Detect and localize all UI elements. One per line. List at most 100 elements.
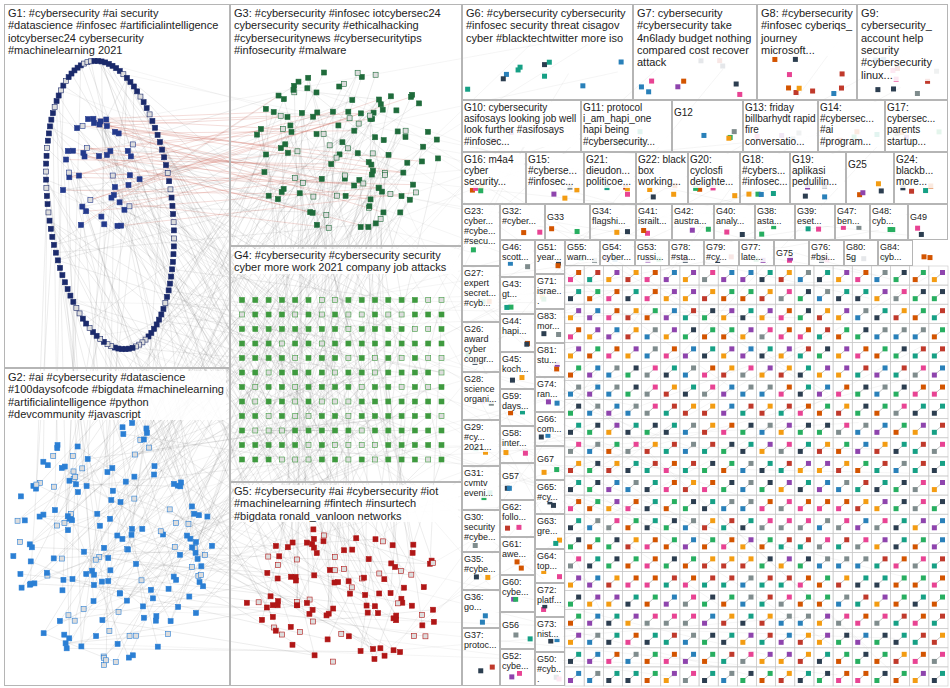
vertex-icon <box>266 414 271 419</box>
vertex-icon <box>721 334 726 339</box>
vertex-icon <box>349 585 354 590</box>
network-edge <box>242 300 489 585</box>
group-box <box>699 266 718 285</box>
group-box <box>622 304 641 323</box>
group-box <box>795 361 814 380</box>
vertex-icon <box>366 557 371 562</box>
vertex-icon <box>306 298 311 303</box>
vertex-icon <box>293 356 298 361</box>
vertex-icon <box>634 327 639 332</box>
vertex-icon <box>253 298 258 303</box>
network-edge <box>163 44 588 309</box>
vertex-icon <box>362 575 367 580</box>
vertex-icon <box>285 150 290 155</box>
vertex-icon <box>836 373 841 378</box>
group-box <box>603 304 622 323</box>
vertex-icon <box>675 84 680 89</box>
vertex-icon <box>132 452 137 457</box>
vertex-icon <box>293 312 298 317</box>
vertex-icon <box>293 457 298 462</box>
vertex-icon <box>331 659 336 664</box>
network-edge <box>44 555 180 633</box>
vertex-icon <box>412 312 417 317</box>
group-box <box>737 304 756 323</box>
vertex-icon <box>363 592 368 597</box>
group-box <box>584 342 603 361</box>
vertex-icon <box>817 296 822 301</box>
network-edge <box>106 195 114 660</box>
vertex-icon <box>691 346 696 351</box>
vertex-icon <box>332 555 337 560</box>
vertex-icon <box>140 526 145 531</box>
vertex-icon <box>625 315 630 320</box>
vertex-icon <box>129 526 134 531</box>
vertex-icon <box>266 443 271 448</box>
vertex-icon <box>595 270 600 275</box>
vertex-icon <box>27 542 32 547</box>
vertex-icon <box>411 542 416 547</box>
vertex-icon <box>66 528 71 533</box>
vertex-icon <box>606 373 611 378</box>
network-edge <box>361 113 609 627</box>
network-edge <box>106 120 283 130</box>
group-box <box>929 342 948 361</box>
vertex-icon <box>172 544 177 549</box>
vertex-icon <box>373 443 378 448</box>
vertex-icon <box>513 632 518 637</box>
vertex-icon <box>921 289 926 294</box>
vertex-icon <box>253 428 258 433</box>
vertex-icon <box>306 385 311 390</box>
vertex-icon <box>568 353 573 358</box>
vertex-icon <box>346 312 351 317</box>
vertex-icon <box>399 370 404 375</box>
vertex-icon <box>240 428 245 433</box>
vertex-icon <box>45 146 50 151</box>
network-edge <box>167 154 266 296</box>
vertex-icon <box>306 356 311 361</box>
vertex-icon <box>431 607 436 612</box>
vertex-icon <box>902 270 907 275</box>
vertex-icon <box>121 432 126 437</box>
vertex-icon <box>376 185 381 190</box>
vertex-icon <box>279 370 284 375</box>
vertex-icon <box>240 443 245 448</box>
vertex-icon <box>394 613 399 618</box>
vertex-icon <box>806 308 811 313</box>
vertex-icon <box>913 296 918 301</box>
group-box <box>929 361 948 380</box>
vertex-icon <box>190 565 195 570</box>
vertex-icon <box>311 527 316 532</box>
vertex-icon <box>860 190 865 195</box>
vertex-icon <box>883 365 888 370</box>
vertex-icon <box>189 504 194 509</box>
group-box <box>603 285 622 304</box>
vertex-icon <box>310 210 315 215</box>
vertex-icon <box>273 543 278 548</box>
network-edge <box>99 156 324 535</box>
vertex-icon <box>431 619 436 624</box>
vertex-icon <box>319 176 324 181</box>
vertex-icon <box>339 631 344 636</box>
vertex-icon <box>568 277 573 282</box>
vertex-icon <box>721 277 726 282</box>
network-edge <box>297 101 545 605</box>
vertex-icon <box>118 500 123 505</box>
vertex-icon <box>18 494 23 499</box>
vertex-icon <box>150 118 155 123</box>
vertex-icon <box>18 571 23 576</box>
vertex-icon <box>49 117 54 122</box>
vertex-icon <box>319 457 324 462</box>
vertex-icon <box>373 428 378 433</box>
vertex-icon <box>474 574 479 579</box>
vertex-icon <box>127 204 132 209</box>
vertex-icon <box>721 353 726 358</box>
vertex-icon <box>417 101 422 106</box>
vertex-icon <box>855 353 860 358</box>
vertex-icon <box>386 327 391 332</box>
network-edge <box>54 539 376 558</box>
vertex-icon <box>253 399 258 404</box>
vertex-icon <box>894 334 899 339</box>
group-box <box>680 266 699 285</box>
vertex-icon <box>341 567 346 572</box>
network-edge <box>339 87 828 394</box>
